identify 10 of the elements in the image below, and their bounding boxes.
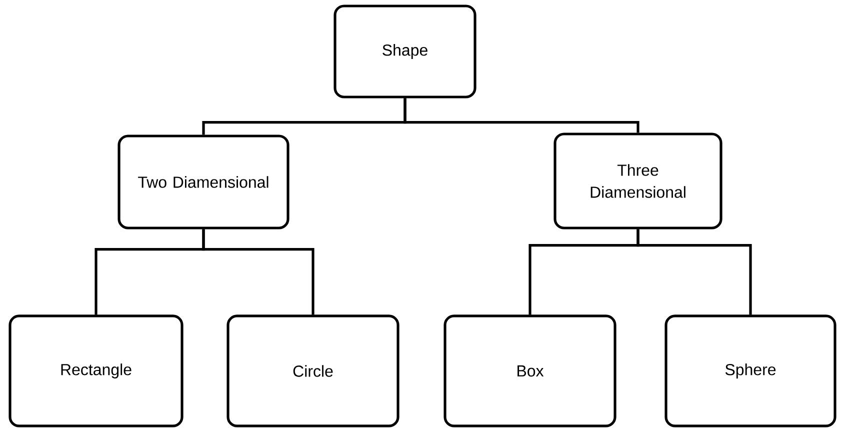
box: Rectangle xyxy=(8,314,184,428)
connector-line xyxy=(636,229,752,315)
box: Three Diamensional xyxy=(554,132,722,230)
box: Box xyxy=(444,314,616,428)
connector-line xyxy=(404,98,640,133)
box: Circle xyxy=(226,314,400,428)
box: Sphere xyxy=(664,314,836,428)
connector-line xyxy=(202,229,314,315)
box: Shape xyxy=(334,4,476,98)
box: Two Diamensional xyxy=(118,134,290,230)
